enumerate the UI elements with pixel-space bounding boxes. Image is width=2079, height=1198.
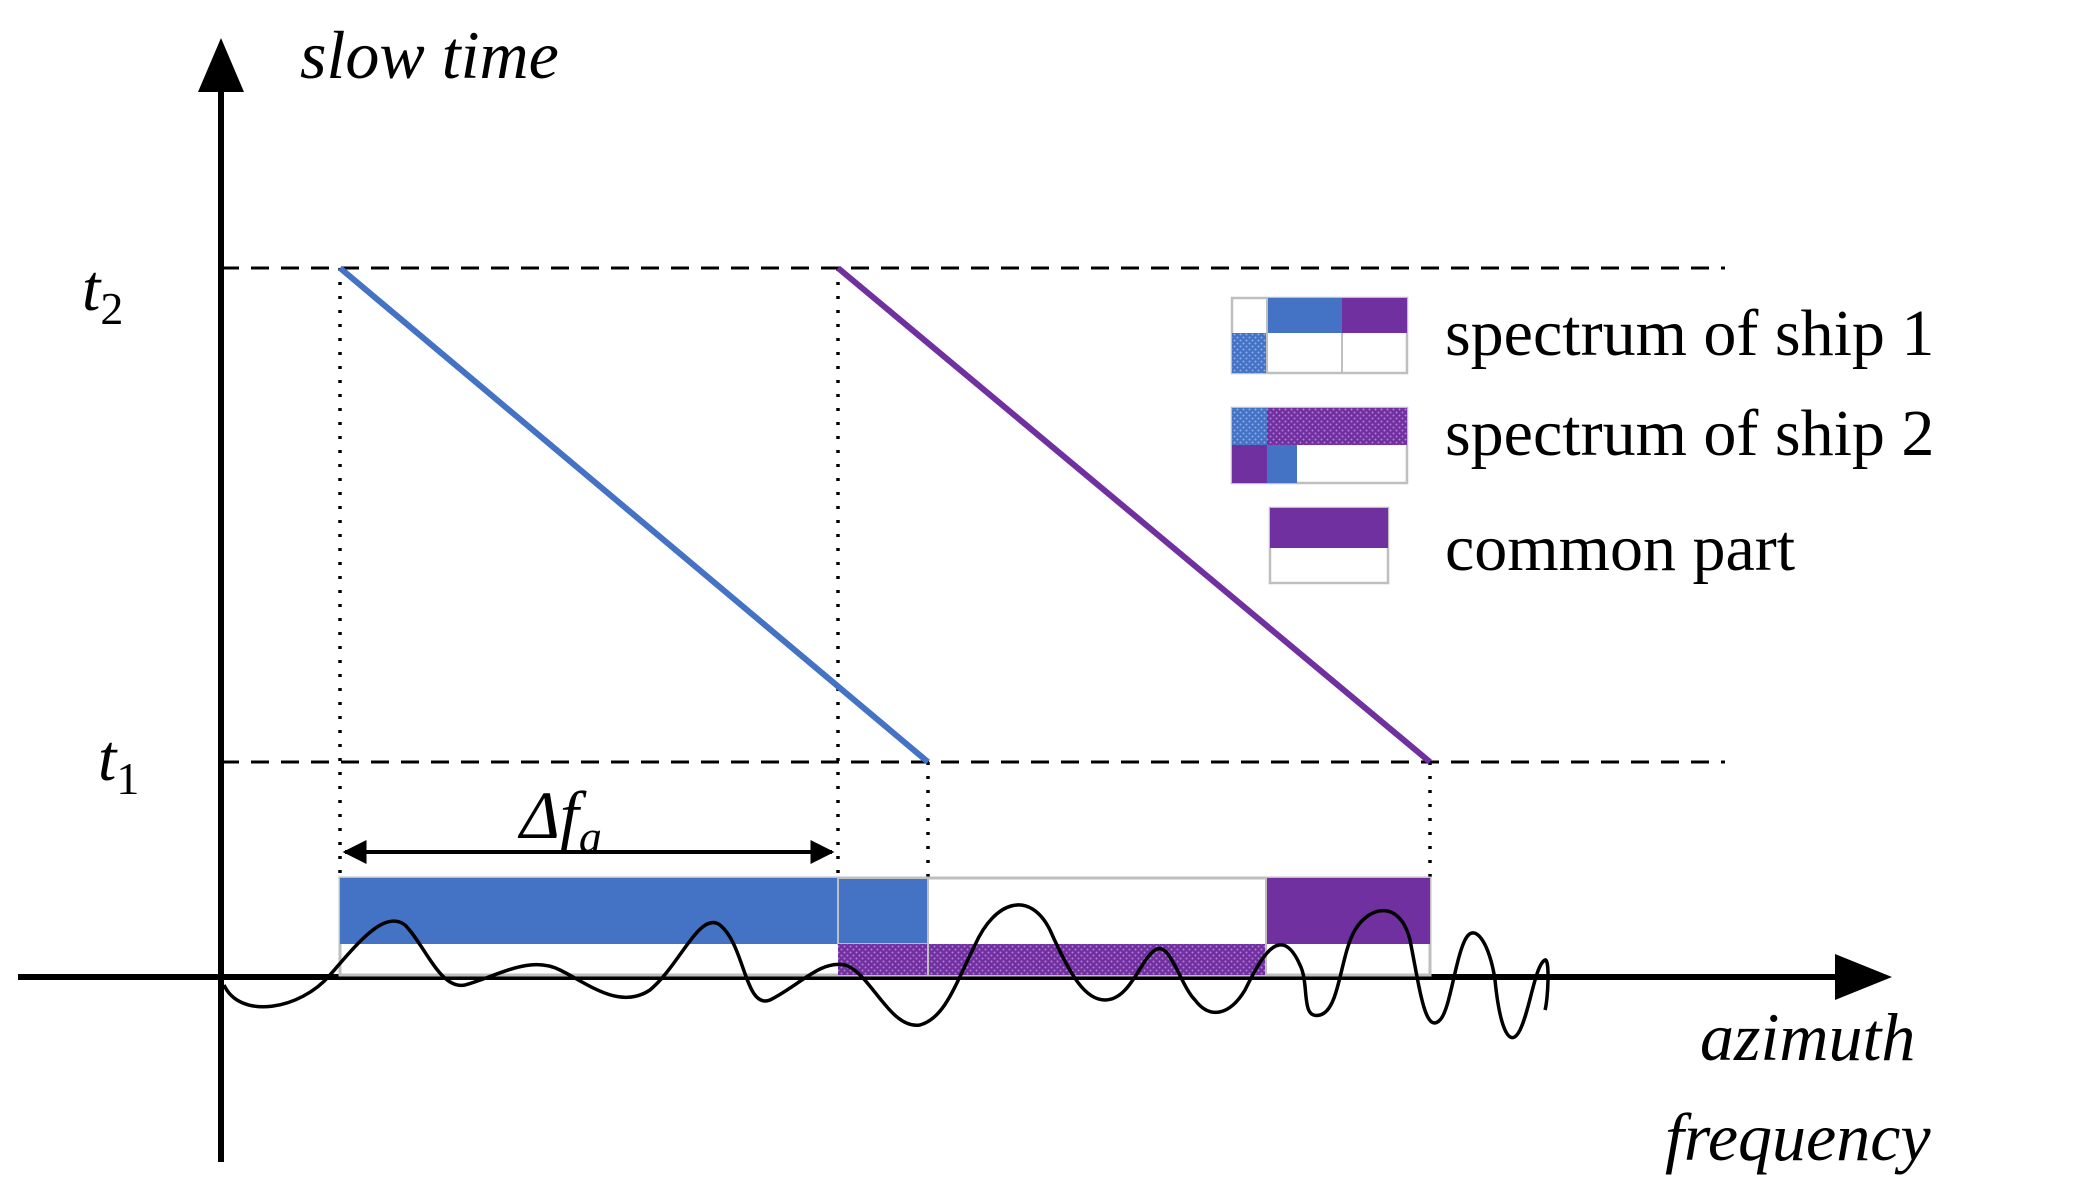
signal-waveform — [222, 903, 1550, 1040]
ship2-spectrum-bar — [928, 944, 1266, 975]
ship2-chirp-line — [836, 265, 1432, 765]
t1-label: t1 — [98, 722, 139, 804]
legend-common-swatch — [1268, 506, 1390, 585]
t2-label: t2 — [82, 252, 123, 334]
bandwidth-label-sub: a — [579, 811, 602, 862]
y-axis-arrowhead — [198, 38, 244, 92]
legend-ship1-label: spectrum of ship 1 — [1445, 297, 1934, 370]
t1-base: t — [98, 722, 118, 795]
x-axis-arrowhead — [1835, 954, 1892, 1000]
ship2-spectrum-head — [838, 944, 928, 975]
ship1-spectrum-tail — [837, 877, 929, 945]
legend-ship2-label: spectrum of ship 2 — [1445, 397, 1934, 470]
spectrum-bars — [338, 876, 1432, 977]
legend: spectrum of ship 1 spectrum of ship 2 co… — [1230, 296, 1934, 585]
x-axis-label-line2: frequency — [1665, 1099, 1931, 1175]
bandwidth-label: Δfa — [517, 777, 602, 862]
x-axis-label-line1: azimuth — [1700, 999, 1915, 1075]
t2-base: t — [82, 252, 102, 325]
legend-common-label: common part — [1445, 512, 1795, 585]
legend-ship2-swatch — [1230, 406, 1409, 485]
t1-sub: 1 — [116, 753, 139, 804]
legend-ship1-swatch — [1230, 296, 1409, 375]
ship1-chirp-line — [338, 265, 930, 765]
t2-sub: 2 — [100, 283, 123, 334]
common-part-bar — [1266, 878, 1430, 944]
bandwidth-label-base: Δf — [517, 777, 587, 853]
y-axis-label: slow time — [300, 17, 559, 93]
ship1-spectrum-bar — [340, 878, 838, 944]
